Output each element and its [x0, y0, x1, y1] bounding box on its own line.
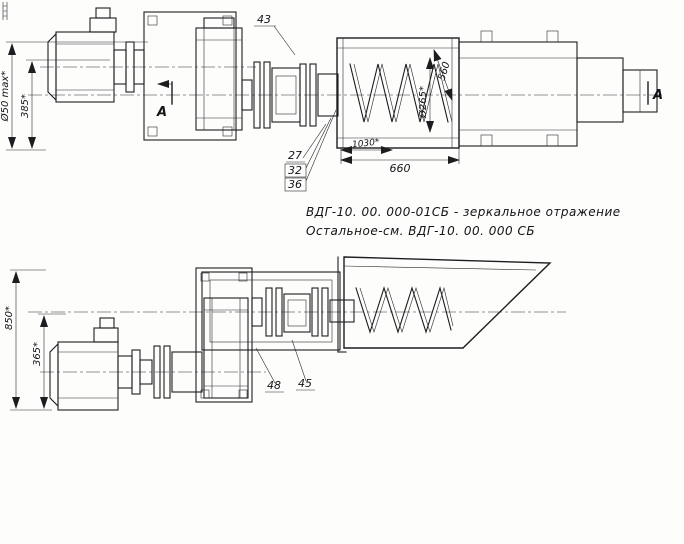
mounting-plate	[143, 11, 237, 141]
section-label-a-left: А	[156, 105, 167, 120]
tapered-casing	[337, 256, 552, 353]
dim-1030-label: 1030*	[352, 138, 381, 151]
frame	[201, 271, 341, 351]
callout-43: 43	[254, 13, 296, 56]
note-line-2: Остальное-см. ВДГ-10. 00. 000 СБ	[306, 224, 535, 238]
dim-1030: 1030*	[340, 138, 393, 154]
corner-stamp-marks	[2, 2, 8, 20]
section-mark-left: А	[156, 80, 173, 120]
end-shaft	[576, 57, 658, 123]
section-mark-right: А	[647, 81, 663, 105]
drawing-notes: ВДГ-10. 00. 000-01СБ - зеркальное отраже…	[306, 205, 621, 238]
dim-850-label: 850*	[4, 306, 15, 330]
callout-45: 45	[291, 339, 315, 391]
dim-660: 660	[340, 148, 460, 175]
dim-365-label: 365*	[32, 342, 43, 366]
drive-couplings	[241, 61, 339, 129]
dim-560: 560	[433, 49, 453, 101]
dim-dia265-label: Ø265*	[417, 86, 429, 119]
dim-385: 385*	[20, 59, 110, 149]
callout-27: 27	[286, 123, 327, 163]
note-line-1: ВДГ-10. 00. 000-01СБ - зеркальное отраже…	[306, 205, 621, 219]
outlet-housing	[458, 30, 578, 147]
callout-32-label: 32	[288, 164, 302, 177]
electric-motor	[47, 7, 117, 103]
auger-screw-bottom	[329, 286, 454, 334]
dim-560-label: 560	[437, 61, 453, 82]
dim-385-label: 385*	[20, 94, 31, 118]
callout-27-label: 27	[288, 149, 302, 162]
gearbox-bottom	[203, 297, 249, 399]
callout-43-label: 43	[257, 13, 271, 26]
callout-32: 32	[284, 117, 332, 178]
callout-48-label: 48	[267, 379, 281, 392]
auger-screw	[349, 63, 453, 123]
dim-660-label: 660	[390, 162, 411, 175]
dim-dia50-label: Ø50 max*	[0, 71, 11, 123]
dim-dia50-max: Ø50 max*	[0, 41, 148, 151]
section-label-a-right: А	[652, 88, 663, 103]
callout-45-label: 45	[298, 377, 312, 390]
bottom-view: 850* 365* 48 45	[4, 256, 566, 411]
callout-48: 48	[255, 347, 284, 393]
top-view: А А Ø50 max* 385* 560 Ø265* 1	[0, 7, 663, 192]
dim-850: 850*	[4, 269, 52, 411]
drive-couplings-bottom	[251, 287, 329, 337]
callout-36: 36	[284, 109, 337, 192]
dim-dia265: Ø265*	[417, 57, 434, 133]
motor-coupling-bottom	[117, 345, 203, 399]
electric-motor-bottom	[49, 317, 119, 411]
gearbox	[195, 17, 243, 131]
dim-365: 365*	[32, 313, 66, 409]
callout-36-label: 36	[288, 178, 302, 191]
